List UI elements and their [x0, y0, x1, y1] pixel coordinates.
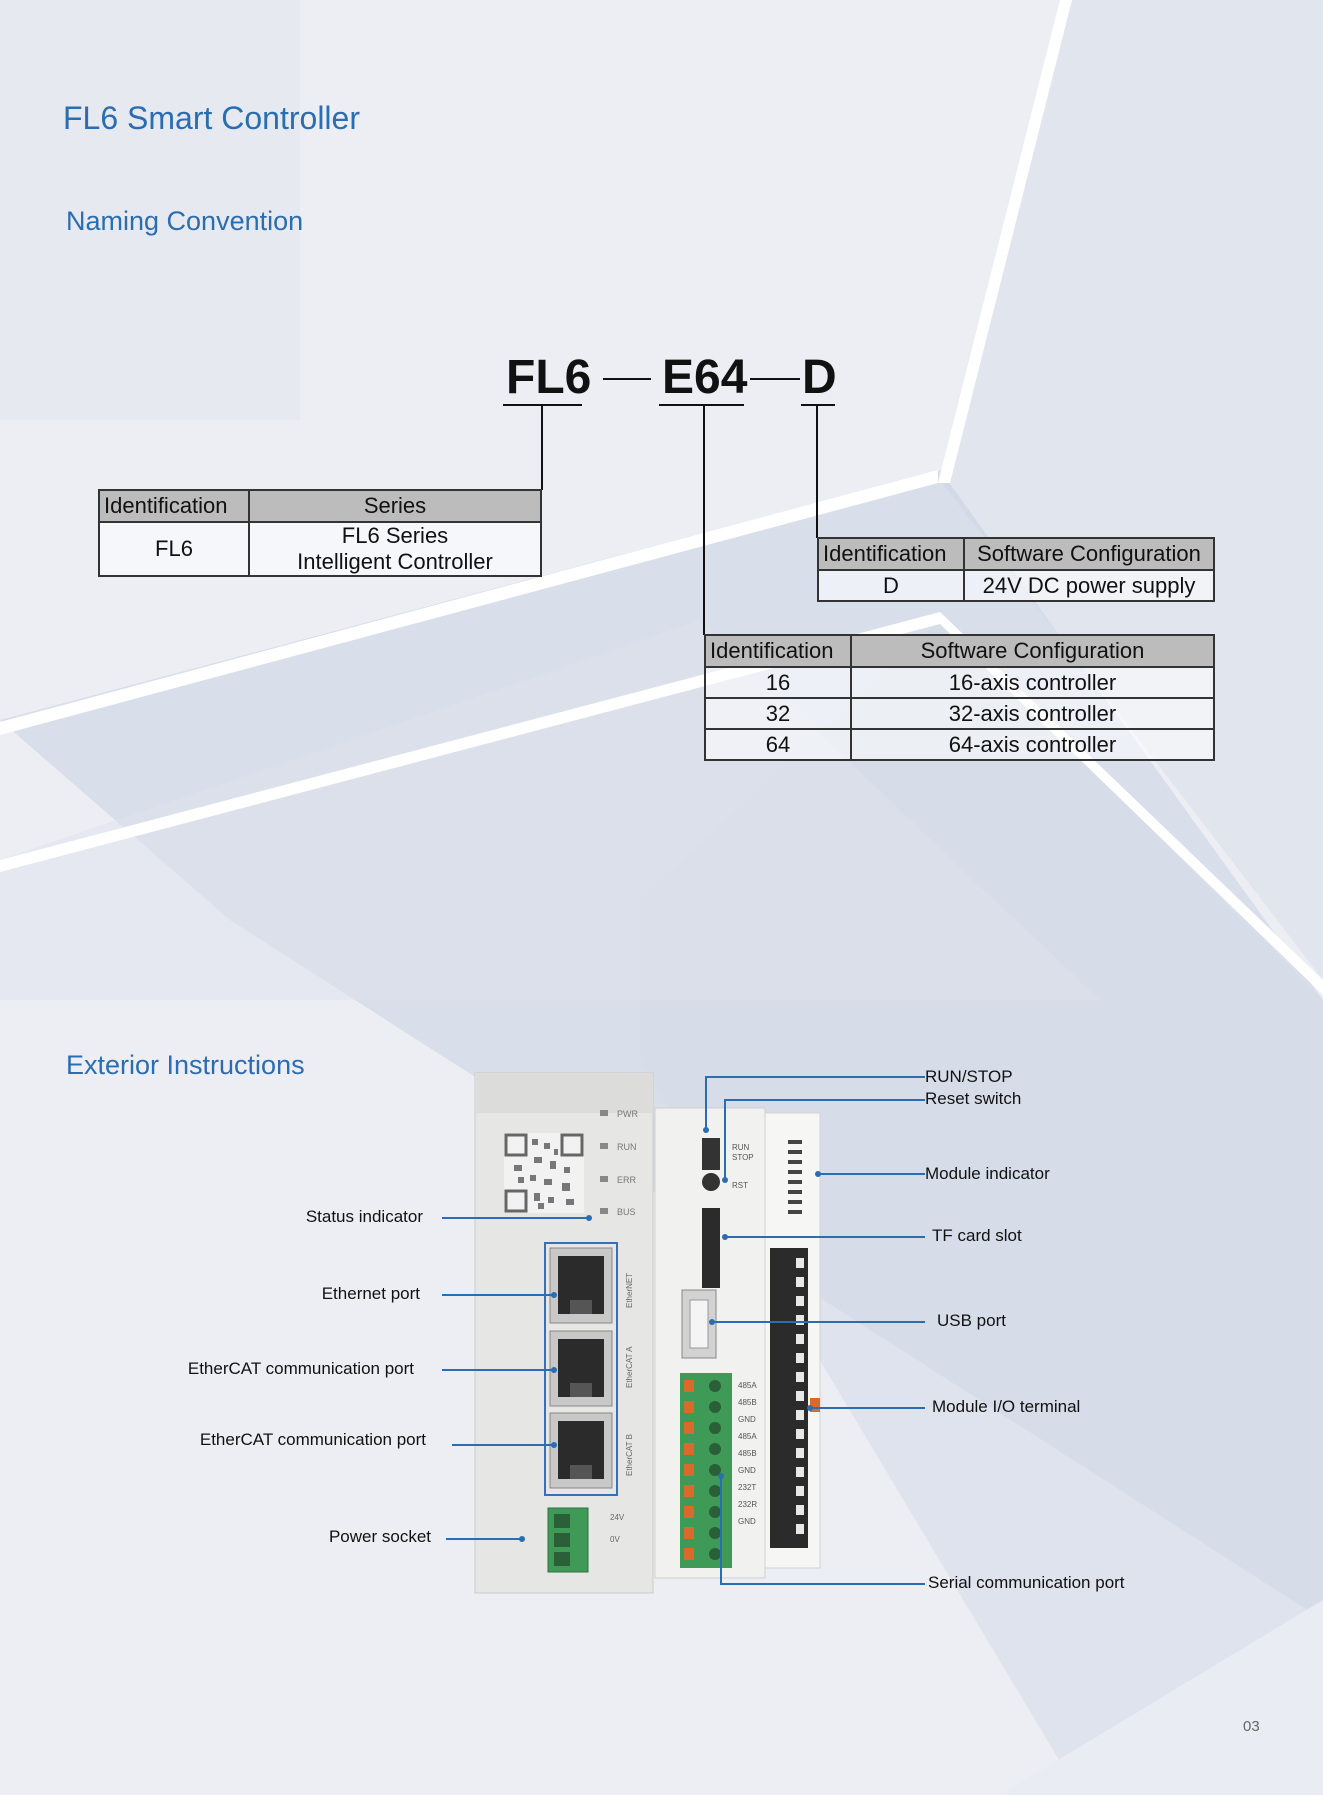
- series-table-desc: FL6 Series Intelligent Controller: [248, 521, 542, 577]
- code-power: D: [802, 351, 837, 404]
- led-label-run: RUN: [617, 1142, 637, 1152]
- callout-tf-card-slot: TF card slot: [932, 1226, 1022, 1245]
- callout-status-indicator: Status indicator: [305, 1207, 423, 1226]
- callout-power-socket: Power socket: [328, 1527, 431, 1546]
- code-dash-2: [750, 378, 800, 380]
- axis-table-id: 16: [704, 666, 852, 699]
- serial-pin-label: 485B: [738, 1449, 757, 1458]
- power-label-0v: 0V: [610, 1535, 620, 1544]
- exterior-instructions-heading: Exterior Instructions: [66, 1050, 305, 1080]
- naming-connectors: [541, 406, 818, 635]
- code-axis-underline: [659, 404, 744, 406]
- port-label-ethercat-a: EtherCAT A: [625, 1346, 634, 1388]
- led-label-bus: BUS: [617, 1207, 636, 1217]
- axis-table-desc: 32-axis controller: [850, 697, 1215, 730]
- axis-table-row: 16 16-axis controller: [704, 666, 1215, 699]
- series-table-desc-line2: Intelligent Controller: [297, 549, 493, 574]
- code-series: FL6: [506, 351, 592, 404]
- switch-label-run: RUN: [732, 1143, 750, 1152]
- serial-pin-label: 485B: [738, 1398, 757, 1407]
- series-table-header-id: Identification: [98, 489, 250, 523]
- serial-pin-label: GND: [738, 1466, 756, 1475]
- port-label-ethercat-b: EtherCAT B: [625, 1434, 634, 1476]
- callout-run-stop: RUN/STOP: [925, 1067, 1013, 1086]
- axis-table-header-id: Identification: [704, 634, 852, 668]
- serial-pin-label: 232T: [738, 1483, 756, 1492]
- callout-usb-port: USB port: [937, 1311, 1006, 1330]
- serial-pin-label: 485A: [738, 1432, 757, 1441]
- power-table-header-config: Software Configuration: [963, 537, 1215, 571]
- power-table: Identification Software Configuration D …: [817, 537, 1215, 602]
- switch-label-stop: STOP: [732, 1153, 754, 1162]
- rj45-ports: [549, 1247, 613, 1489]
- serial-pin-label: 232R: [738, 1500, 757, 1509]
- page-title: FL6 Smart Controller: [63, 100, 360, 136]
- led-label-err: ERR: [617, 1175, 637, 1185]
- series-table: Identification Series FL6 FL6 Series Int…: [98, 489, 542, 577]
- axis-table-desc: 16-axis controller: [850, 666, 1215, 699]
- callout-module-indicator: Module indicator: [925, 1164, 1050, 1183]
- led-label-pwr: PWR: [617, 1109, 638, 1119]
- callout-serial-port: Serial communication port: [928, 1573, 1125, 1592]
- code-series-underline: [503, 404, 582, 406]
- power-table-id: D: [817, 569, 965, 602]
- serial-pin-label: GND: [738, 1415, 756, 1424]
- callout-reset-switch: Reset switch: [925, 1089, 1022, 1108]
- axis-table-id: 32: [704, 697, 852, 730]
- code-dash-1: [603, 378, 651, 380]
- series-table-header-series: Series: [248, 489, 542, 523]
- axis-table-row: 32 32-axis controller: [704, 697, 1215, 730]
- naming-convention-heading: Naming Convention: [66, 206, 304, 236]
- series-table-desc-line1: FL6 Series: [341, 523, 449, 548]
- axis-table-desc: 64-axis controller: [850, 728, 1215, 761]
- page-number: 03: [1243, 1718, 1260, 1735]
- serial-pin-label: 485A: [738, 1381, 757, 1390]
- code-axis: E64: [662, 351, 748, 404]
- serial-pin-label: GND: [738, 1517, 756, 1526]
- switch-label-rst: RST: [732, 1181, 748, 1190]
- series-table-id: FL6: [98, 521, 250, 577]
- callout-ethercat-port-b: EtherCAT communication port: [199, 1430, 426, 1449]
- callout-ethercat-port-a: EtherCAT communication port: [187, 1359, 414, 1378]
- axis-table: Identification Software Configuration 16…: [704, 634, 1215, 761]
- power-table-desc: 24V DC power supply: [963, 569, 1215, 602]
- power-table-header-id: Identification: [817, 537, 965, 571]
- code-power-underline: [801, 404, 835, 406]
- callout-ethernet-port: Ethernet port: [321, 1284, 420, 1303]
- axis-table-header-config: Software Configuration: [850, 634, 1215, 668]
- controller-device-image: PWR RUN ERR BUS EtherNET EtherCAT A Ethe…: [474, 1072, 821, 1594]
- qr-code: [504, 1133, 584, 1213]
- axis-table-row: 64 64-axis controller: [704, 728, 1215, 761]
- port-label-ethernet: EtherNET: [625, 1273, 634, 1308]
- power-label-24v: 24V: [610, 1513, 625, 1522]
- callout-module-io-terminal: Module I/O terminal: [932, 1397, 1081, 1416]
- axis-table-id: 64: [704, 728, 852, 761]
